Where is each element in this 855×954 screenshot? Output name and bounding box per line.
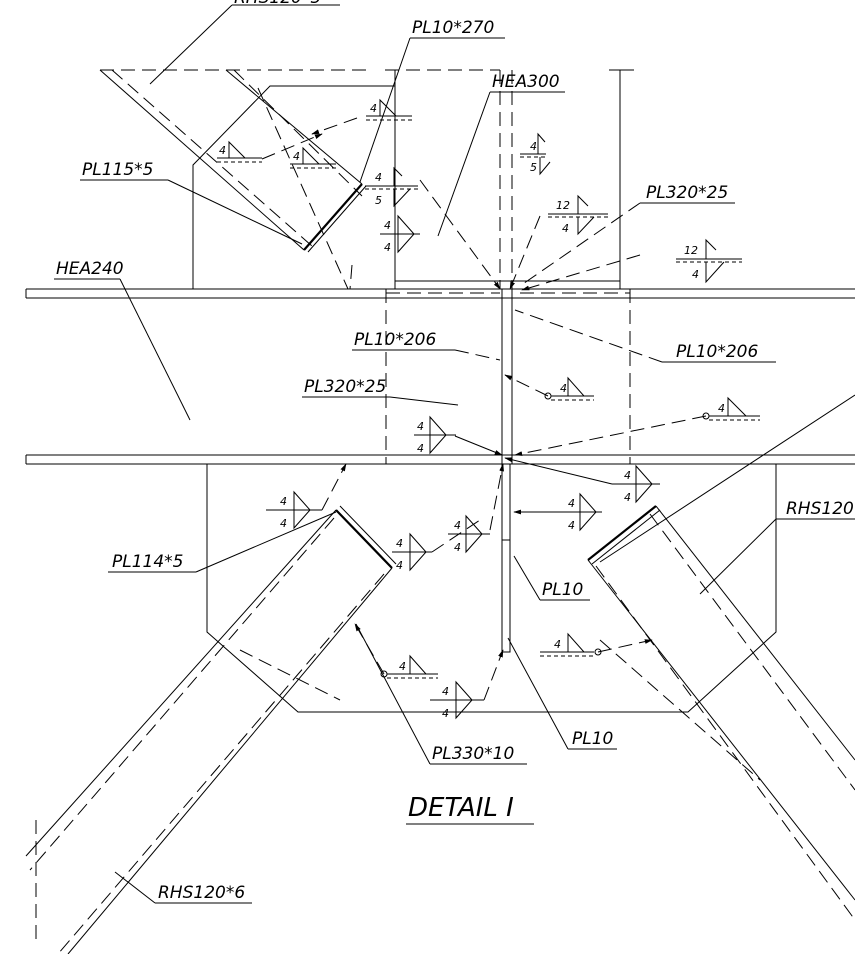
svg-text:4: 4 bbox=[384, 219, 391, 232]
structure bbox=[25, 69, 855, 954]
detail-title-text: DETAIL I bbox=[408, 793, 514, 823]
svg-text:4: 4 bbox=[219, 144, 226, 157]
svg-text:12: 12 bbox=[556, 199, 570, 212]
pl320-plate-region bbox=[385, 289, 631, 464]
svg-text:4: 4 bbox=[568, 519, 575, 532]
weld-symbol: 12 4 bbox=[676, 238, 742, 284]
weld-symbol: 4 4 bbox=[392, 532, 432, 572]
weld-symbol: 4 4 bbox=[448, 514, 490, 554]
part-labels: RHS120*5 PL10*270 HEA300 PL115*5 PL320*2… bbox=[56, 0, 854, 903]
svg-text:4: 4 bbox=[624, 469, 631, 482]
svg-text:4: 4 bbox=[417, 420, 424, 433]
svg-text:4: 4 bbox=[442, 707, 449, 720]
weld-symbols: 4 4 4 4 5 4 5 bbox=[217, 98, 760, 720]
lower-right-diagonal-rhs bbox=[587, 505, 855, 921]
weld-symbol: 4 bbox=[380, 654, 438, 679]
label-pl320x25-mid: PL320*25 bbox=[304, 377, 386, 397]
label-pl115x5: PL115*5 bbox=[82, 160, 154, 180]
weld-symbol: 4 bbox=[544, 376, 594, 401]
svg-text:12: 12 bbox=[684, 244, 698, 257]
label-pl10-b: PL10 bbox=[572, 729, 613, 749]
svg-text:4: 4 bbox=[692, 268, 699, 281]
label-pl10-a: PL10 bbox=[542, 580, 583, 600]
lower-gusset bbox=[206, 464, 777, 713]
svg-text:4: 4 bbox=[562, 222, 569, 235]
svg-text:4: 4 bbox=[375, 171, 382, 184]
label-hea240: HEA240 bbox=[56, 259, 124, 279]
label-rhs120x6: RHS120*6 bbox=[158, 883, 245, 903]
svg-text:4: 4 bbox=[396, 537, 403, 550]
upper-diagonal-rhs bbox=[99, 69, 367, 290]
label-pl10x270: PL10*270 bbox=[412, 18, 494, 38]
weld-symbol: 4 4 bbox=[430, 680, 484, 720]
svg-text:4: 4 bbox=[384, 241, 391, 254]
svg-text:4: 4 bbox=[370, 102, 377, 115]
svg-text:4: 4 bbox=[454, 519, 461, 532]
weld-symbol: 4 bbox=[290, 146, 336, 169]
weld-symbol: 4 4 bbox=[266, 490, 322, 530]
web-stiffeners bbox=[501, 289, 513, 653]
weld-symbol: 4 5 bbox=[365, 166, 418, 208]
svg-text:4: 4 bbox=[280, 517, 287, 530]
label-pl330x10: PL330*10 bbox=[432, 744, 514, 764]
label-rhs120-right: RHS120 bbox=[786, 499, 854, 519]
svg-text:4: 4 bbox=[417, 442, 424, 455]
label-rhs120x5: RHS120*5 bbox=[234, 0, 321, 8]
svg-text:4: 4 bbox=[280, 495, 287, 508]
weld-symbol: 4 bbox=[217, 140, 262, 163]
weld-symbol: 4 4 bbox=[414, 415, 456, 455]
weld-symbol: 4 5 bbox=[520, 132, 551, 176]
svg-text:4: 4 bbox=[554, 638, 561, 651]
label-pl320x25-top: PL320*25 bbox=[646, 183, 728, 203]
label-pl10x206-left: PL10*206 bbox=[354, 330, 436, 350]
svg-text:4: 4 bbox=[560, 382, 567, 395]
svg-text:4: 4 bbox=[530, 140, 537, 153]
weld-symbol: 4 bbox=[366, 98, 412, 121]
svg-text:5: 5 bbox=[375, 194, 382, 207]
weld-symbol: 4 4 bbox=[560, 492, 602, 532]
svg-text:4: 4 bbox=[568, 497, 575, 510]
label-pl10x206-right: PL10*206 bbox=[676, 342, 758, 362]
weld-symbol: 12 4 bbox=[548, 194, 608, 236]
weld-symbol: 4 4 bbox=[380, 214, 420, 254]
lower-left-diagonal-rhs bbox=[25, 505, 397, 954]
svg-text:5: 5 bbox=[530, 161, 537, 174]
weld-symbol: 4 bbox=[702, 396, 760, 421]
svg-text:4: 4 bbox=[442, 685, 449, 698]
weld-symbol: 4 4 bbox=[612, 464, 660, 504]
leaders bbox=[54, 4, 855, 904]
weld-symbol: 4 bbox=[540, 632, 602, 657]
label-pl114x5: PL114*5 bbox=[112, 552, 184, 572]
upper-gusset bbox=[192, 85, 395, 289]
svg-text:4: 4 bbox=[293, 150, 300, 163]
detail-title: DETAIL I bbox=[406, 793, 534, 825]
svg-text:4: 4 bbox=[396, 559, 403, 572]
svg-text:4: 4 bbox=[624, 491, 631, 504]
hea240-beam bbox=[25, 288, 855, 465]
svg-text:4: 4 bbox=[399, 660, 406, 673]
svg-text:4: 4 bbox=[454, 541, 461, 554]
svg-text:4: 4 bbox=[718, 402, 725, 415]
hea300-column bbox=[100, 69, 634, 289]
label-hea300: HEA300 bbox=[492, 72, 560, 92]
